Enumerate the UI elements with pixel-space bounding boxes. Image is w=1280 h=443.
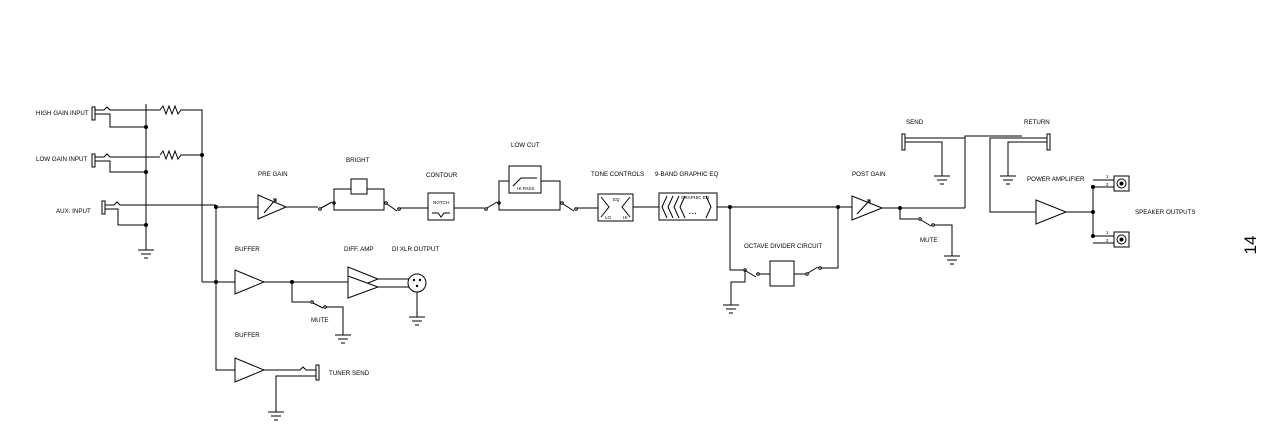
low-cut-inner-label: HI PASS xyxy=(517,186,534,191)
buffer-2-icon xyxy=(234,357,266,383)
bright-label: BRIGHT xyxy=(346,157,370,164)
tone-eq-label: EQ xyxy=(613,197,620,202)
aux-input-label: AUX. INPUT xyxy=(56,208,91,215)
pin-2b: 2 xyxy=(1106,238,1109,243)
pre-gain-label: PRE GAIN xyxy=(258,171,288,178)
mute-2-label: MUTE xyxy=(920,237,938,244)
tone-lo-label: LO xyxy=(605,215,612,220)
octave-divider-block xyxy=(723,207,839,314)
send-label: SEND xyxy=(906,119,924,126)
pre-gain-amp-icon xyxy=(257,194,288,220)
buffer-2-label: BUFFER xyxy=(235,332,260,339)
input-section: HIGH GAIN INPUT LOW GAIN INPUT AUX. INPU… xyxy=(36,104,218,282)
speaker-output-1: 1 2 xyxy=(1093,174,1130,192)
low-cut-label: LOW CUT xyxy=(511,142,540,149)
low-gain-jack-icon xyxy=(91,153,96,168)
bright-switch xyxy=(318,178,401,212)
return-jack-icon xyxy=(1046,133,1051,151)
power-amp-icon xyxy=(1035,199,1068,225)
tone-controls-label: TONE CONTROLS xyxy=(591,171,644,178)
di-xlr-label: DI XLR OUTPUT xyxy=(392,246,439,253)
low-gain-input-label: LOW GAIN INPUT xyxy=(36,156,87,163)
bright-cap-icon xyxy=(350,178,368,195)
tone-hi-label: HI xyxy=(623,215,628,220)
tuner-jack-icon xyxy=(315,364,320,381)
di-branch: BUFFER MUTE DIFF. AMP DI XLR OUTPUT xyxy=(202,207,439,421)
effects-loop xyxy=(901,133,1051,213)
send-jack-icon xyxy=(901,133,906,151)
aux-jack-icon xyxy=(101,200,106,215)
graphic-eq-label: 9-BAND GRAPHIC EQ xyxy=(655,171,718,178)
pin-1a: 1 xyxy=(1106,174,1109,179)
tone-controls-block: EQ LO HI xyxy=(597,193,634,222)
post-gain-label: POST GAIN xyxy=(852,171,886,178)
high-gain-jack-icon xyxy=(91,106,96,121)
buffer-1-label: BUFFER xyxy=(235,246,260,253)
low-cut-block: HI PASS xyxy=(484,165,578,212)
mute-1-label: MUTE xyxy=(311,317,329,324)
speaker-outputs-label: SPEAKER OUTPUTS xyxy=(1135,209,1196,216)
contour-label: CONTOUR xyxy=(426,172,458,179)
buffer-1-icon xyxy=(234,269,266,295)
xlr-connector-icon xyxy=(407,273,427,326)
pin-1b: 1 xyxy=(1106,230,1109,235)
post-gain-amp-icon xyxy=(851,195,884,221)
page-number: 14 xyxy=(1241,236,1260,255)
contour-inner-label: NOTCH xyxy=(433,200,449,205)
graphic-eq-dots: • • • xyxy=(689,211,697,216)
power-amp-label: POWER AMPLIFIER xyxy=(1027,176,1085,183)
contour-notch-block: NOTCH xyxy=(427,192,455,221)
graphic-eq-block: GRAPHIC EQ • • • xyxy=(658,192,718,221)
octave-divider-label: OCTAVE DIVIDER CIRCUIT xyxy=(744,243,822,250)
diff-amp-label: DIFF. AMP xyxy=(344,246,374,253)
diff-amp-icon xyxy=(347,266,380,299)
high-gain-input-label: HIGH GAIN INPUT xyxy=(36,110,89,117)
return-label: RETURN xyxy=(1024,119,1050,126)
speaker-output-2: 1 2 xyxy=(1093,230,1130,248)
pin-2a: 2 xyxy=(1106,182,1109,187)
graphic-eq-inner-label: GRAPHIC EQ xyxy=(681,195,710,200)
main-chain: PRE GAIN BRIGHT NOTCH CONTOUR xyxy=(216,119,1196,314)
tuner-send-label: TUNER SEND xyxy=(329,370,370,377)
